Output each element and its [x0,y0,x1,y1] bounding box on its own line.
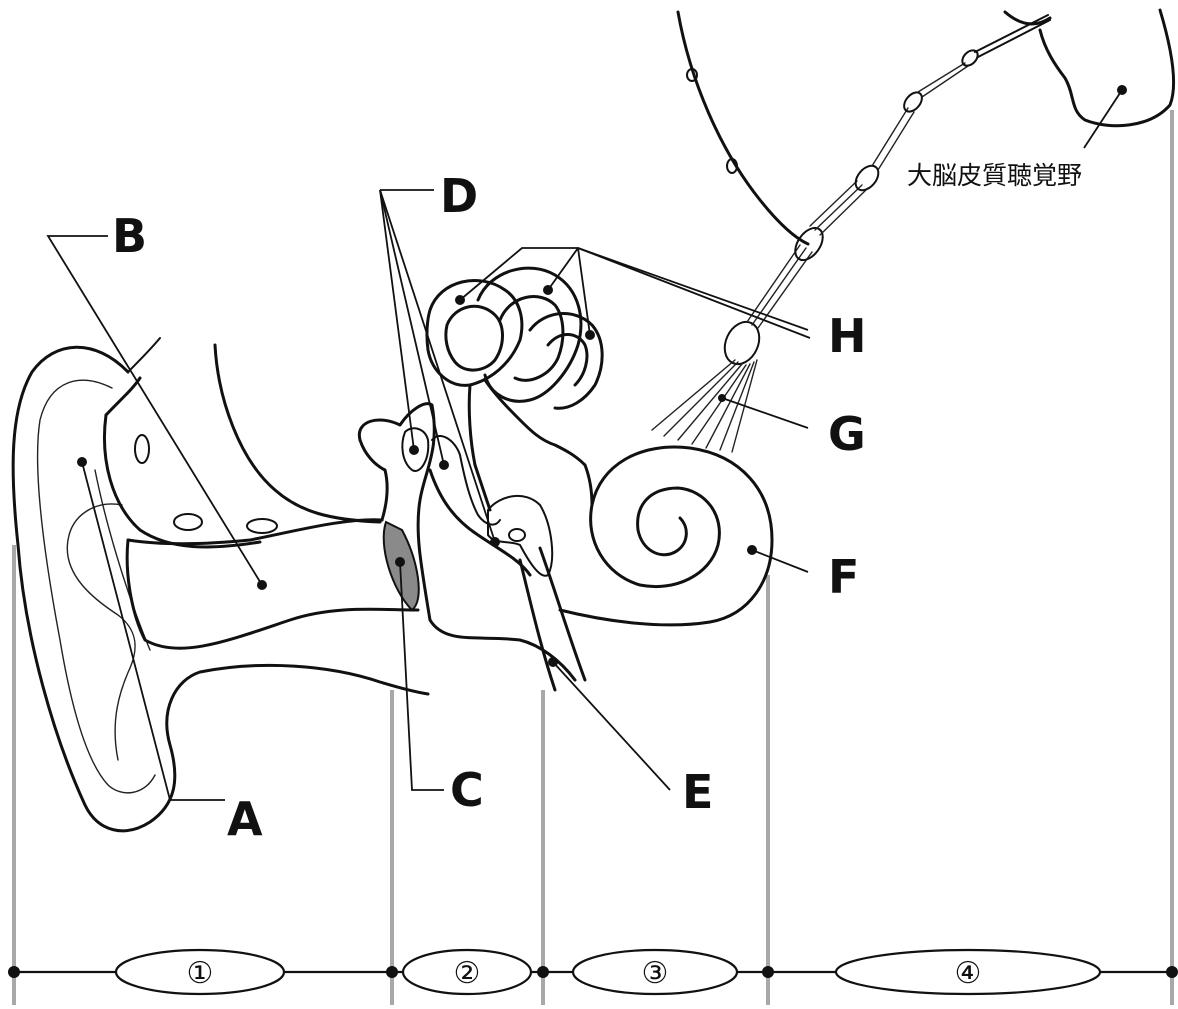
dot-a [77,457,87,467]
section-4-label: ④ [955,956,982,991]
leader-f [752,550,808,572]
leader-a [82,462,225,800]
nerve-node [718,316,766,369]
label-f: F [828,550,859,604]
cochlea [560,447,772,625]
skull-contours [104,345,380,547]
auricle [13,338,428,831]
dot-b [257,580,267,590]
leader-h [460,248,810,338]
dot-g [718,394,726,402]
section-3-label: ③ [642,956,669,991]
dot-c [395,557,405,567]
brain-outline [678,10,1174,244]
ear-canal [127,520,418,649]
label-g: G [828,407,866,461]
dot-cortex [1117,85,1127,95]
label-h: H [828,309,867,363]
leader-d-1 [380,190,414,450]
label-b: B [112,209,147,263]
label-a: A [227,792,263,846]
section-guides [14,110,1172,1005]
leader-b [48,236,262,585]
section-2-label: ② [454,956,481,991]
leader-lines [48,85,1127,800]
label-d: D [440,169,478,223]
leader-h-2 [548,248,578,290]
auditory-nerve [652,15,1050,452]
leader-e [553,662,670,790]
section-1-label: ① [187,956,214,991]
label-c: C [450,763,484,817]
cortex-label: 大脳皮質聴覚野 [907,161,1082,190]
dot-e [548,657,558,667]
leader-d-2 [380,190,444,465]
dot-f [747,545,757,555]
label-e: E [682,765,713,819]
part-labels: A B C D E F G H 大脳皮質聴覚野 [112,161,1082,846]
semicircular-canals [427,268,602,510]
eustachian-tube [520,548,585,690]
section-bar: ① ② ③ ④ [8,950,1178,994]
leader-cortex [1084,90,1122,148]
